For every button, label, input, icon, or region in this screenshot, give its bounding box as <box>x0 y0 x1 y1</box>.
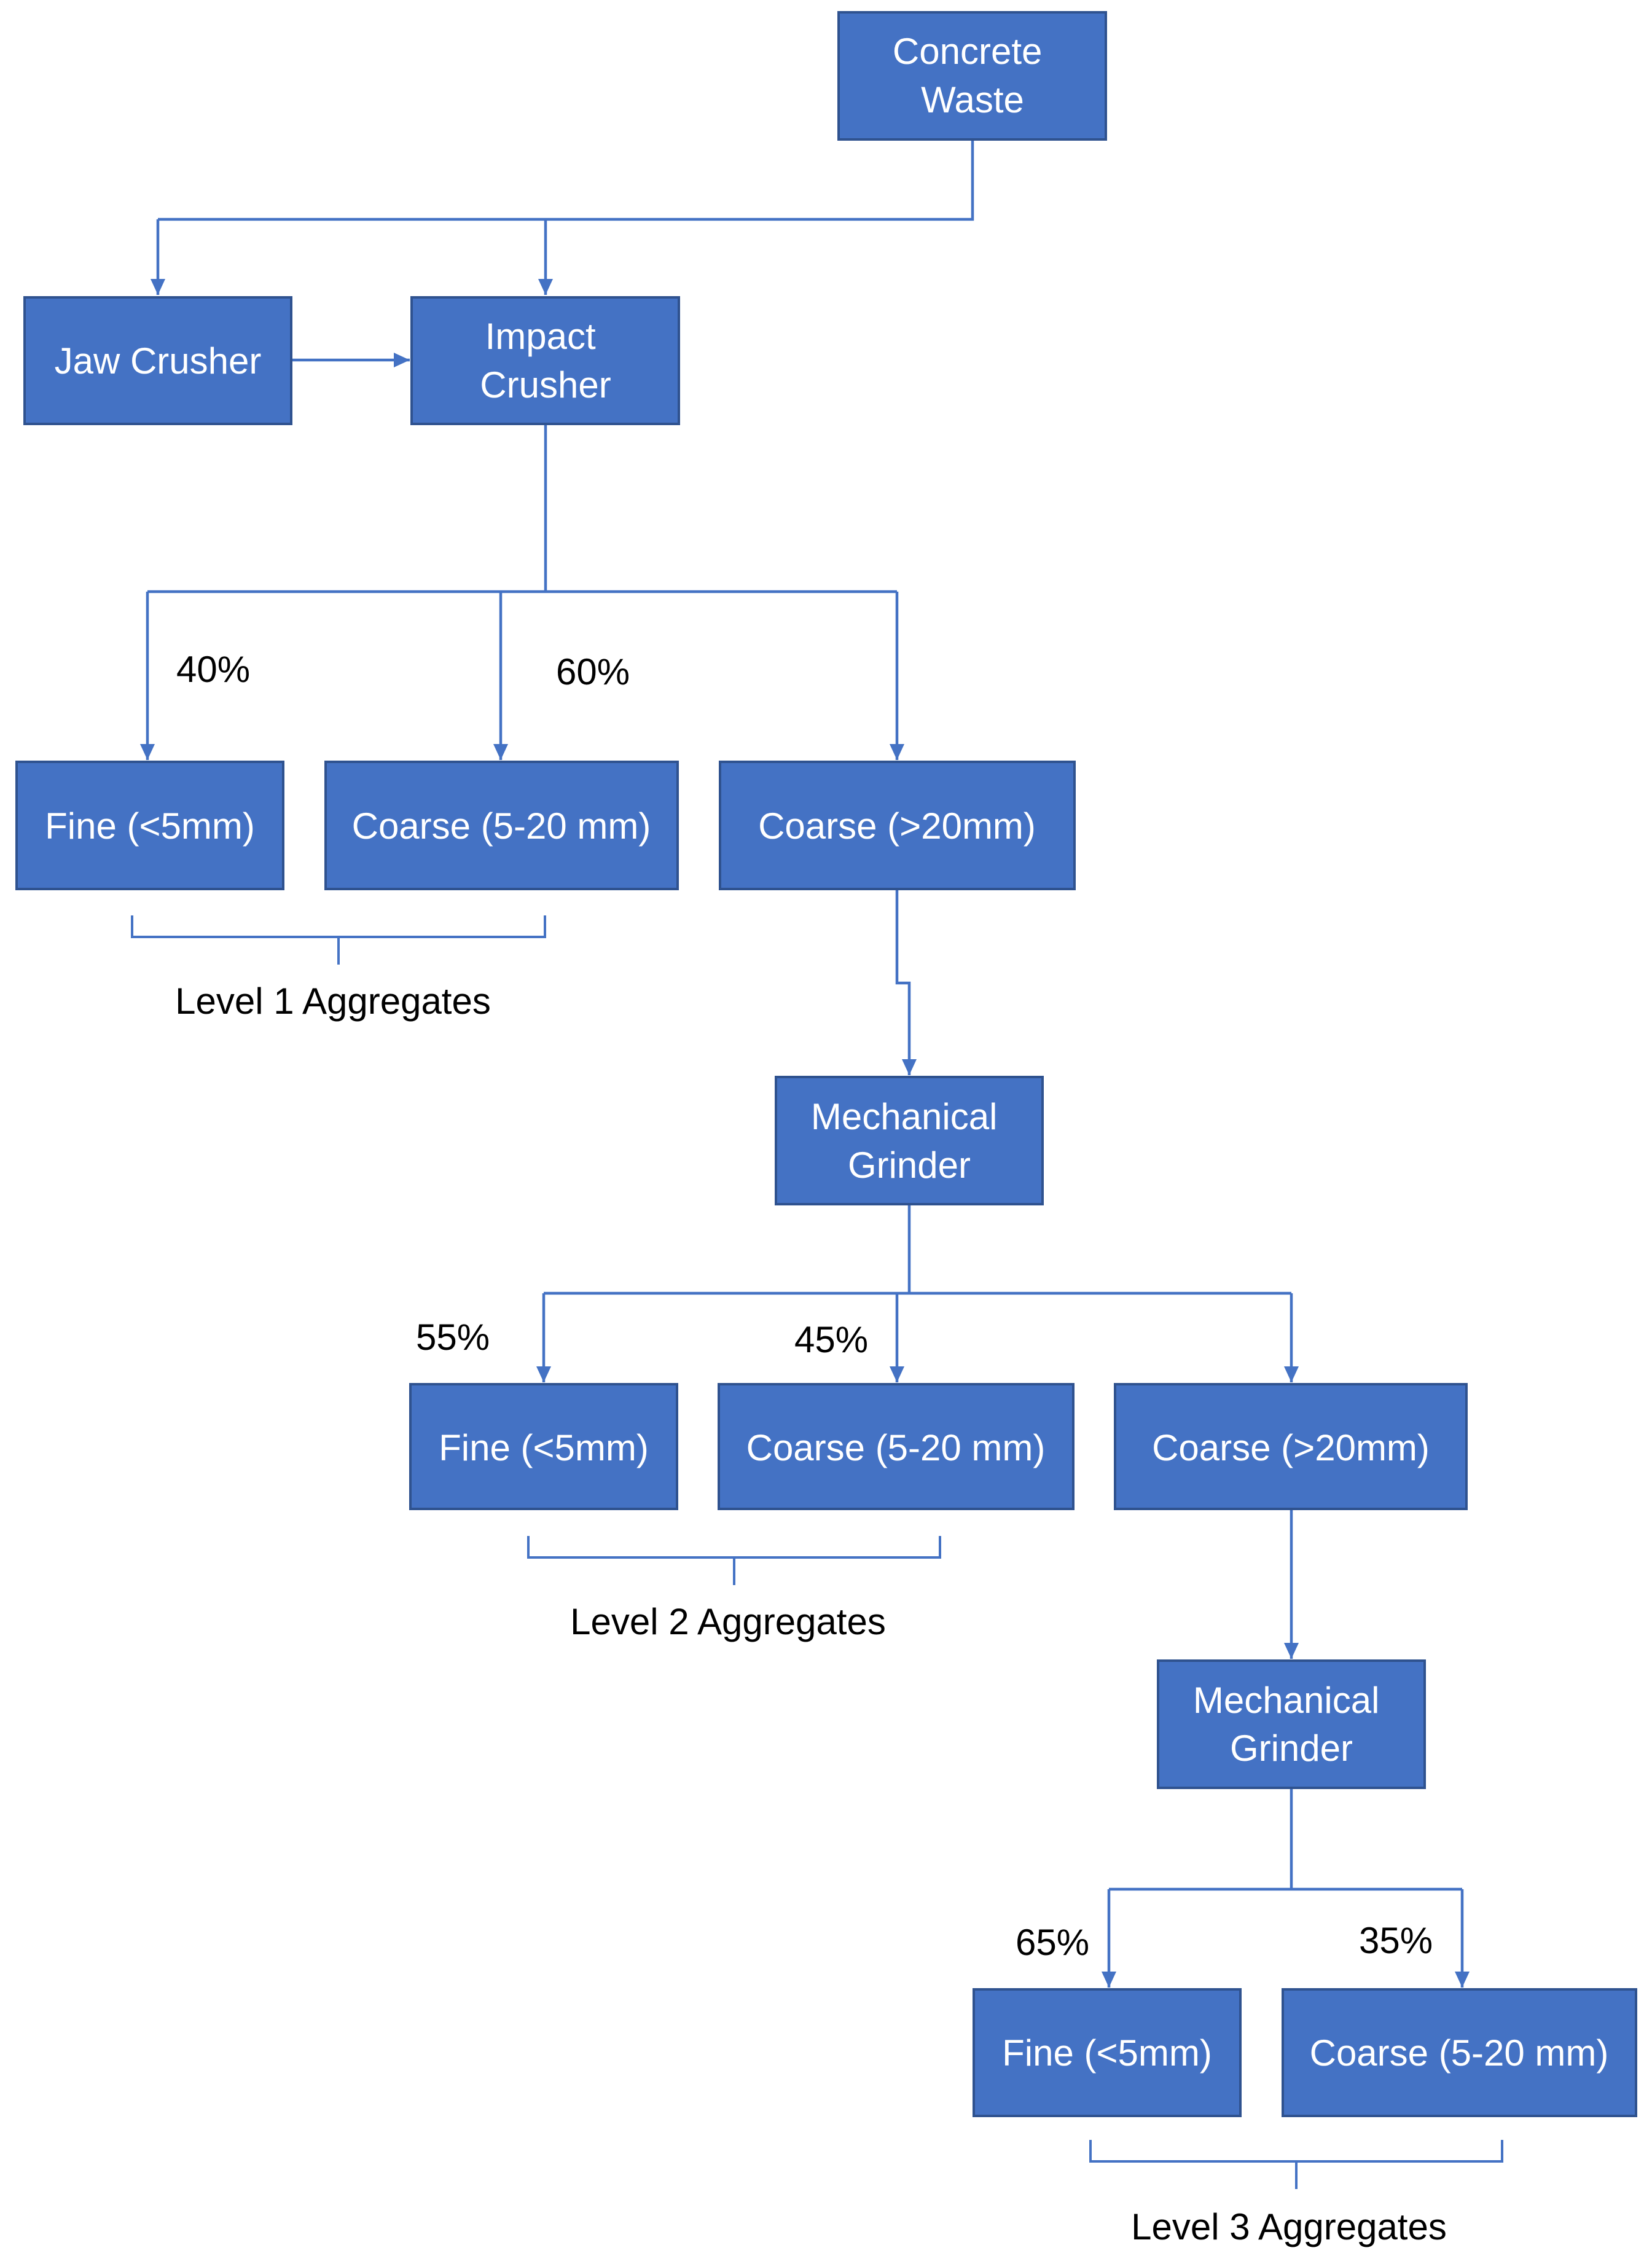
connector-grinder-2-branch <box>1109 1788 1462 1891</box>
node-l2-coarse-5-20-label: Coarse (5-20 mm) <box>746 1427 1046 1468</box>
node-l2-fine-label: Fine (<5mm) <box>439 1427 649 1468</box>
node-l1-coarse-gt20: Coarse (>20mm) <box>719 761 1076 890</box>
arrow-to-grinder-1 <box>895 890 917 1075</box>
svg-text:Mechanical Grinder: Mechanical Grinder <box>1193 1680 1390 1769</box>
node-concrete-waste-line-2: Waste <box>921 79 1024 120</box>
level-2-label: Level 2 Aggregates <box>570 1601 886 1642</box>
node-impact-crusher: Impact Crusher <box>410 296 680 425</box>
connector-grinder-1-branch <box>544 1204 1291 1295</box>
level-labels: Level 1 Aggregates Level 2 Aggregates Le… <box>175 981 1447 2247</box>
node-l1-fine-label: Fine (<5mm) <box>45 805 255 847</box>
level-1-brace <box>131 915 546 965</box>
node-l1-coarse-5-20: Coarse (5-20 mm) <box>324 761 679 890</box>
pct-l2-coarse: 45% <box>794 1319 868 1360</box>
pct-l1-fine: 40% <box>176 649 250 690</box>
node-l3-fine: Fine (<5mm) <box>973 1988 1242 2117</box>
pct-l3-fine: 65% <box>1016 1922 1089 1963</box>
level-braces <box>131 915 1503 2189</box>
node-grinder-2-line-1: Mechanical <box>1193 1680 1380 1721</box>
pct-l3-coarse: 35% <box>1359 1920 1433 1961</box>
svg-text:Concrete Waste: Concrete Waste <box>893 31 1052 120</box>
node-jaw-crusher-label: Jaw Crusher <box>55 340 262 382</box>
connector-waste-branch <box>158 141 974 221</box>
level-3-label: Level 3 Aggregates <box>1131 2206 1447 2247</box>
node-l3-coarse-5-20: Coarse (5-20 mm) <box>1282 1988 1637 2117</box>
node-l3-coarse-5-20-label: Coarse (5-20 mm) <box>1310 2032 1609 2074</box>
level-3-brace <box>1089 2140 1503 2189</box>
pct-l1-coarse: 60% <box>556 651 630 692</box>
node-grinder-2: Mechanical Grinder <box>1157 1659 1426 1789</box>
node-concrete-waste-line-1: Concrete <box>893 31 1042 72</box>
node-l1-coarse-gt20-label: Coarse (>20mm) <box>758 805 1036 847</box>
node-l3-fine-label: Fine (<5mm) <box>1002 2032 1212 2074</box>
node-concrete-waste: Concrete Waste <box>837 11 1107 141</box>
connector-impact-branch <box>147 424 897 593</box>
node-grinder-2-line-2: Grinder <box>1230 1728 1353 1769</box>
connectors <box>140 141 1470 1988</box>
level-1-label: Level 1 Aggregates <box>175 981 491 1022</box>
nodes: Concrete Waste Jaw Crusher Impact Crushe… <box>15 11 1637 2117</box>
node-impact-crusher-line-1: Impact <box>485 316 596 357</box>
svg-text:Impact Crusher: Impact Crusher <box>480 316 611 405</box>
node-l2-coarse-5-20: Coarse (5-20 mm) <box>718 1383 1075 1510</box>
node-l1-coarse-5-20-label: Coarse (5-20 mm) <box>352 805 651 847</box>
node-l2-coarse-gt20-label: Coarse (>20mm) <box>1152 1427 1430 1468</box>
node-grinder-1-line-2: Grinder <box>848 1145 971 1186</box>
node-l2-fine: Fine (<5mm) <box>409 1383 678 1510</box>
node-grinder-1: Mechanical Grinder <box>775 1076 1044 1205</box>
level-2-brace <box>527 1536 941 1585</box>
percentage-labels: 40% 60% 55% 45% 65% 35% <box>176 649 1433 1963</box>
node-jaw-crusher: Jaw Crusher <box>23 296 292 425</box>
pct-l2-fine: 55% <box>416 1317 490 1358</box>
node-grinder-1-line-1: Mechanical <box>811 1096 998 1137</box>
svg-text:Mechanical Grinder: Mechanical Grinder <box>811 1096 1008 1186</box>
node-l1-fine: Fine (<5mm) <box>15 761 284 890</box>
node-impact-crusher-line-2: Crusher <box>480 364 611 405</box>
node-l2-coarse-gt20: Coarse (>20mm) <box>1114 1383 1468 1510</box>
